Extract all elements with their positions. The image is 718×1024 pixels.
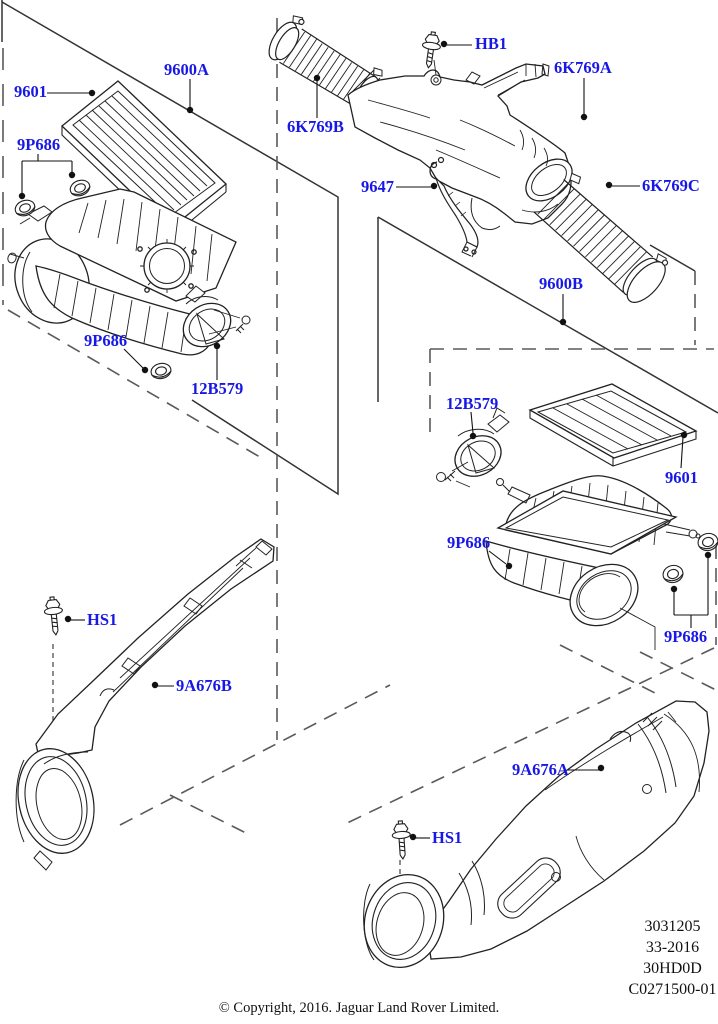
part-screw-HS1-left — [43, 596, 63, 636]
callout-12B579-left: 12B579 — [191, 379, 244, 398]
callout-9A676B: 9A676B — [176, 676, 232, 695]
callout-6K769A: 6K769A — [554, 58, 612, 77]
callout-HS1-right: HS1 — [432, 828, 463, 847]
part-screw-HB1 — [421, 31, 441, 69]
callout-12B579-right: 12B579 — [446, 394, 499, 413]
part-intake-duct-6K769A — [347, 59, 573, 231]
drawing-number: 3031205 — [644, 918, 701, 935]
callout-9647: 9647 — [361, 177, 394, 196]
part-intake-duct-9A676B — [15, 538, 275, 871]
part-intake-duct-9A676A — [363, 700, 710, 969]
drawing-info-block: 3031205 33-2016 30HD0D C0271500-01 — [585, 916, 718, 1000]
drawing-code: 30HD0D — [643, 960, 702, 977]
callout-dots — [18, 40, 712, 841]
part-air-filter-element-right — [528, 383, 698, 467]
callout-9P686-tl: 9P686 — [17, 135, 61, 154]
callout-HS1-left: HS1 — [87, 610, 118, 629]
callout-9600A: 9600A — [164, 60, 209, 79]
part-maf-sensor-right — [436, 407, 510, 488]
copyright-notice: © Copyright, 2016. Jaguar Land Rover Lim… — [218, 1000, 500, 1016]
callout-9601-right: 9601 — [665, 468, 698, 487]
callout-9600B: 9600B — [539, 274, 584, 293]
drawing-sheet: 33-2016 — [645, 939, 700, 956]
part-air-cleaner-housing-right — [485, 475, 701, 650]
callout-HB1: HB1 — [475, 34, 508, 53]
maf-screw-left — [235, 315, 251, 334]
callout-leader-lines — [21, 44, 709, 839]
part-screw-HS1-right — [391, 820, 411, 860]
callout-9P686-r2: 9P686 — [664, 627, 708, 646]
drawing-revision: C0271500-01 — [628, 981, 717, 998]
part-hose-6K769C — [533, 172, 669, 303]
group-box-lines — [1, 0, 718, 886]
maf-screw-right — [436, 470, 456, 482]
callout-9P686-left2: 9P686 — [84, 331, 128, 350]
callout-6K769B: 6K769B — [287, 117, 344, 136]
part-maf-sensor-left — [182, 285, 251, 348]
part-air-cleaner-housing-left — [7, 188, 237, 356]
part-bracket-9647 — [429, 156, 479, 258]
callout-9601-left: 9601 — [14, 82, 47, 101]
callout-9A676A: 9A676A — [512, 760, 569, 779]
callout-6K769C: 6K769C — [642, 176, 700, 195]
callout-9P686-r1: 9P686 — [447, 533, 491, 552]
